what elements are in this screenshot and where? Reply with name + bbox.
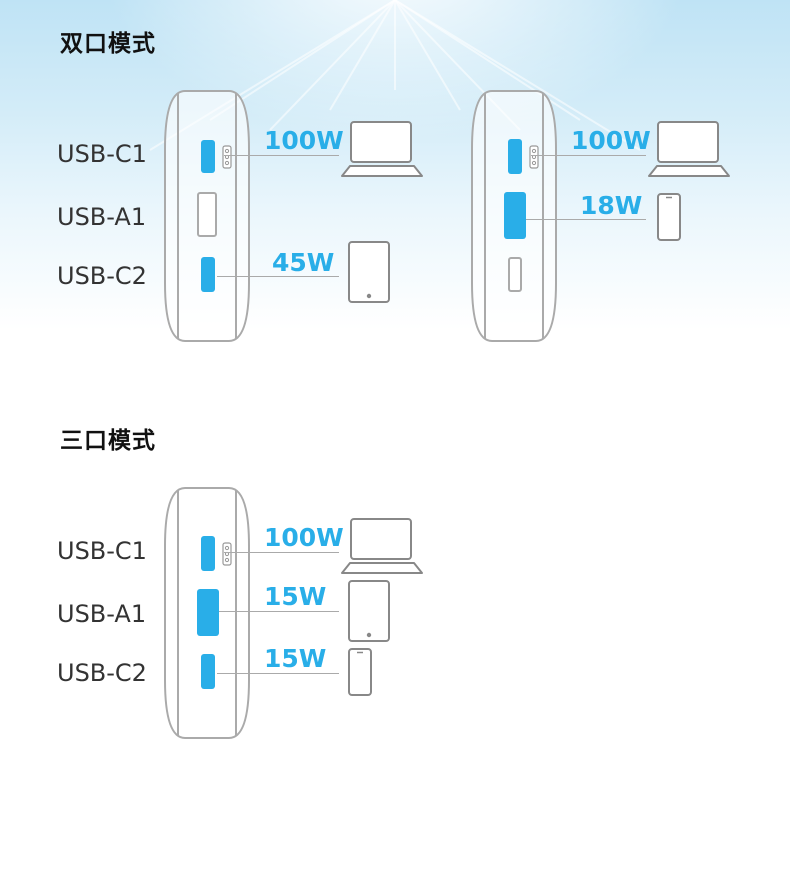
power-value-c1: 100W xyxy=(264,523,344,552)
leader-line-c2 xyxy=(217,276,339,277)
usb-c2-port-idle xyxy=(508,257,522,292)
phone-icon xyxy=(657,193,681,241)
leader-line-c2 xyxy=(217,673,339,674)
usb-a1-port-active xyxy=(504,192,526,239)
phone-icon xyxy=(348,648,372,696)
tablet-icon xyxy=(348,580,390,642)
usb-c1-port-active xyxy=(201,140,215,173)
power-value-a1: 18W xyxy=(580,191,643,220)
usb-c1-port-active xyxy=(508,139,522,174)
led-indicator-icon xyxy=(529,145,539,169)
led-indicator-icon xyxy=(222,145,232,169)
leader-line-c1 xyxy=(224,155,339,156)
port-label-usb-c2: USB-C2 xyxy=(57,659,147,687)
usb-c2-port-active xyxy=(201,257,215,292)
laptop-icon xyxy=(341,518,423,574)
tablet-icon xyxy=(348,241,390,303)
usb-c1-port-active xyxy=(201,536,215,571)
port-label-usb-c1: USB-C1 xyxy=(57,537,147,565)
port-label-usb-a1: USB-A1 xyxy=(57,203,147,231)
led-indicator-icon xyxy=(222,542,232,566)
laptop-icon xyxy=(648,121,730,177)
power-value-a1: 15W xyxy=(264,582,327,611)
port-label-usb-c1: USB-C1 xyxy=(57,140,147,168)
laptop-icon xyxy=(341,121,423,177)
leader-line-c1 xyxy=(531,155,646,156)
leader-line-a1 xyxy=(526,219,646,220)
leader-line-c1 xyxy=(224,552,339,553)
power-value-c1: 100W xyxy=(264,126,344,155)
usb-c2-port-active xyxy=(201,654,215,689)
port-label-usb-c2: USB-C2 xyxy=(57,262,147,290)
leader-line-a1 xyxy=(219,611,339,612)
power-value-c2: 45W xyxy=(272,248,335,277)
usb-a1-port-active xyxy=(197,589,219,636)
power-value-c2: 15W xyxy=(264,644,327,673)
section-title-triple: 三口模式 xyxy=(60,428,156,454)
section-title-dual: 双口模式 xyxy=(60,31,156,57)
power-value-c1: 100W xyxy=(571,126,651,155)
usb-a1-port-idle xyxy=(197,192,217,237)
port-label-usb-a1: USB-A1 xyxy=(57,600,147,628)
